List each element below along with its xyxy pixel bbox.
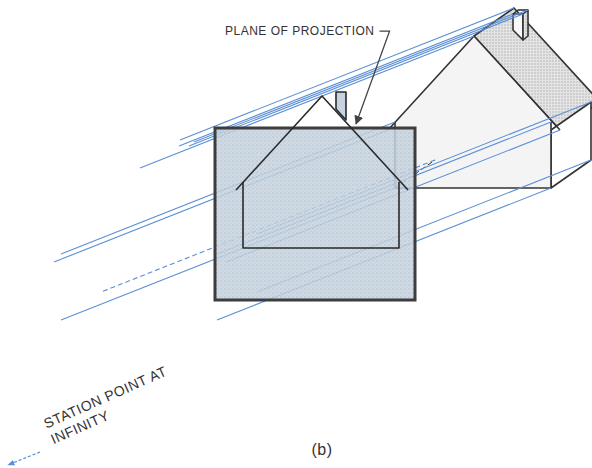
leader-arrow <box>356 31 390 124</box>
projected-view <box>236 92 408 248</box>
house-object <box>388 8 592 188</box>
direction-arrow <box>8 452 40 465</box>
projector-lines <box>54 8 591 320</box>
projection-plane <box>215 128 415 300</box>
plane-label: PLANE OF PROJECTION <box>225 24 375 38</box>
station-point-label: STATION POINT AT INFINITY <box>41 360 183 448</box>
figure-caption: (b) <box>311 440 332 459</box>
